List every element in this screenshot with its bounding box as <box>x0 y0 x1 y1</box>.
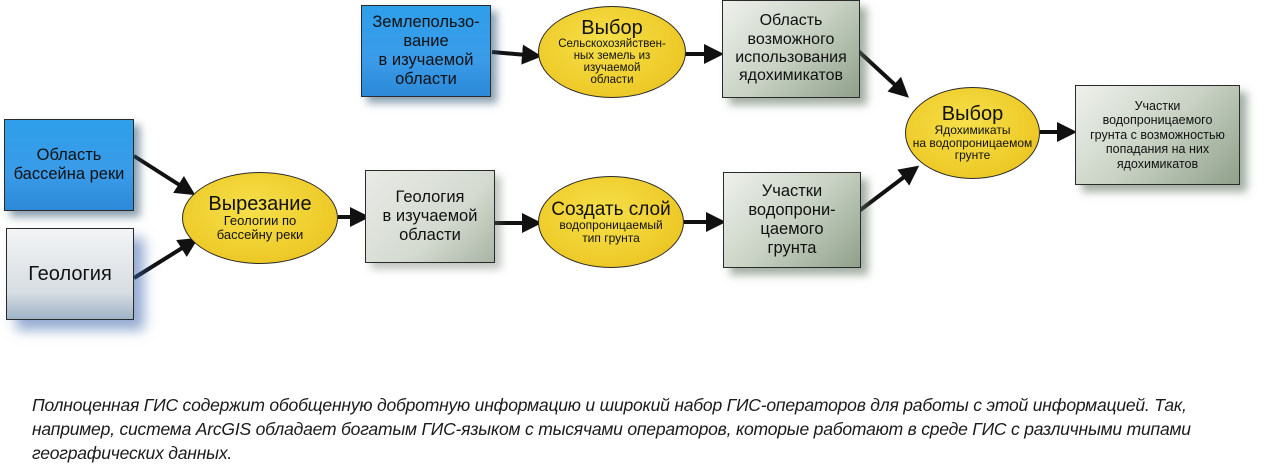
node-clip: Вырезание Геологии по бассейну реки <box>182 172 338 264</box>
node-result-label: Участки водопроницаемого грунта с возмож… <box>1090 99 1225 171</box>
node-land-use: Землепользо- вание в изучаемой области <box>361 5 491 97</box>
node-basin-area-label: Область бассейна реки <box>13 146 125 183</box>
arrow-permeable-to-select-pesticides <box>853 165 920 216</box>
node-select-pesticides: Выбор Ядохимикаты на водопроницаемом гру… <box>905 87 1040 179</box>
arrow-geology-to-clip <box>132 237 199 280</box>
node-result: Участки водопроницаемого грунта с возмож… <box>1075 85 1240 185</box>
node-clip-subtitle: Геологии по бассейну реки <box>216 213 304 242</box>
node-select-pesticides-title: Выбор <box>941 103 1004 126</box>
node-select-agri-subtitle: Сельскохозяйствен- ных земель из изучаем… <box>558 37 666 87</box>
node-land-use-label: Землепользо- вание в изучаемой области <box>372 13 480 88</box>
node-clip-title: Вырезание <box>208 193 312 216</box>
node-select-agri: Выбор Сельскохозяйствен- ных земель из и… <box>538 6 686 98</box>
node-geology-input-label: Геология <box>28 262 112 285</box>
node-permeable-plots: Участки водопрони- цаемого грунта <box>723 172 861 268</box>
node-select-agri-title: Выбор <box>581 16 643 39</box>
node-permeable-plots-label: Участки водопрони- цаемого грунта <box>748 182 836 257</box>
flow-diagram: Землепользо- вание в изучаемой области В… <box>4 0 1240 320</box>
node-geology-study-label: Геология в изучаемой области <box>382 188 478 244</box>
diagram-connectors <box>132 44 1077 280</box>
node-geology-input: Геология <box>6 228 134 320</box>
arrow-landuse-to-select <box>491 44 542 65</box>
node-possible-use-area-label: Область возможного использования ядохими… <box>735 12 847 85</box>
node-create-layer-subtitle: водопроницаемый тип грунта <box>559 217 663 245</box>
arrow-basin-to-clip <box>132 154 196 196</box>
node-geology-study: Геология в изучаемой области <box>365 170 495 263</box>
caption-text: Полноценная ГИС содержит обобщенную добр… <box>32 395 1191 463</box>
node-basin-area: Область бассейна реки <box>4 119 134 211</box>
node-possible-use-area: Область возможного использования ядохими… <box>722 0 860 98</box>
node-select-pesticides-subtitle: Ядохимикаты на водопроницаемом грунте <box>912 123 1033 163</box>
arrow-possible-area-to-select-pesticides <box>853 46 909 98</box>
node-create-layer-title: Создать слой <box>551 198 671 220</box>
node-create-layer: Создать слой водопроницаемый тип грунта <box>538 176 684 268</box>
